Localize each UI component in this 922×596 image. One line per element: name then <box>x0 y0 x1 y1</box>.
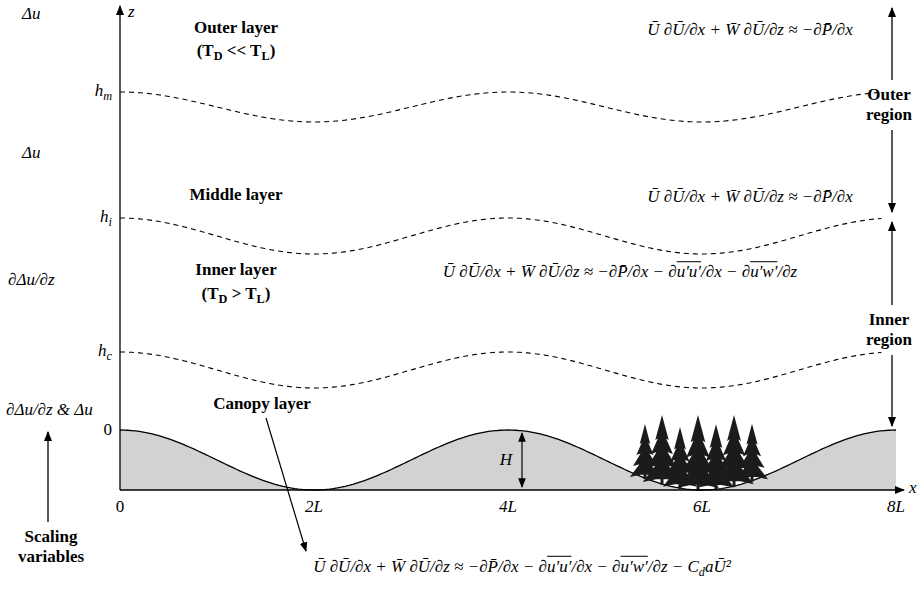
time-scale-condition: (TD > TL) <box>202 284 271 306</box>
subscript: D <box>214 49 223 63</box>
equation: Ū ∂Ū/∂x + W̄ ∂Ū/∂z ≈ −∂P̄/∂x <box>647 187 852 207</box>
hill-terrain <box>120 430 896 490</box>
region-name: Outer region <box>860 85 918 124</box>
height-tick: hi <box>100 207 112 229</box>
forest-canopy <box>630 415 768 491</box>
scaling-variable: ∂Δu/∂z & Δu <box>6 400 93 420</box>
region-arrow <box>891 355 892 426</box>
z-axis <box>119 6 120 490</box>
layer-name: Canopy layer <box>213 394 311 414</box>
region-name: Inner region <box>860 310 918 349</box>
scaling-arrow <box>47 432 48 522</box>
conifer-tree <box>736 424 768 482</box>
subscript: c <box>107 349 112 363</box>
x-axis <box>120 489 904 490</box>
dashed-boundary <box>120 92 881 122</box>
subscript: d <box>699 565 705 579</box>
region-arrow <box>891 130 892 212</box>
height-tick: hm <box>95 81 112 103</box>
subscript: D <box>219 292 228 306</box>
region-arrow <box>891 222 892 305</box>
scaling-variable: Δu <box>22 4 40 24</box>
time-scale-condition: (TD << TL) <box>197 41 276 63</box>
height-tick: 0 <box>104 420 113 440</box>
subscript: i <box>109 215 112 229</box>
region-arrow <box>891 8 892 80</box>
overline: u′u′ <box>677 262 701 281</box>
x-tick: 2L <box>305 497 323 517</box>
layer-name: Middle layer <box>189 185 282 205</box>
scaling-variable: Δu <box>22 143 40 163</box>
layer-boundaries <box>120 92 881 388</box>
subscript: m <box>103 89 112 103</box>
height-arrow <box>521 433 522 487</box>
equation: Ū ∂Ū/∂x + W̄ ∂Ū/∂z ≈ −∂P̄/∂x − ∂u′u′/∂x … <box>443 262 797 282</box>
equation: Ū ∂Ū/∂x + W̄ ∂Ū/∂z ≈ −∂P̄/∂x <box>647 20 852 40</box>
leader-arrow <box>266 418 306 551</box>
subscript: L <box>257 292 265 306</box>
layer-name: Inner layer <box>195 260 276 280</box>
overline: u′w′ <box>620 557 647 576</box>
x-tick: 0 <box>116 497 125 517</box>
subscript: L <box>261 49 269 63</box>
axis-label: x <box>909 478 917 498</box>
dashed-boundary <box>120 218 881 254</box>
dimension-label: H <box>500 450 512 470</box>
overline: u′w′ <box>750 262 777 281</box>
x-tick: 4L <box>499 497 517 517</box>
dashed-boundary <box>120 352 881 388</box>
overline: u′u′ <box>547 557 571 576</box>
hill-fill <box>120 430 896 490</box>
layer-name: Outer layer <box>194 18 278 38</box>
x-tick: 8L <box>887 497 905 517</box>
scaling-caption: Scaling variables <box>3 527 99 566</box>
height-tick: hc <box>98 341 112 363</box>
hill-surface <box>120 430 896 490</box>
x-tick: 6L <box>693 497 711 517</box>
axis-label: z <box>128 2 135 22</box>
equation: Ū ∂Ū/∂x + W̄ ∂Ū/∂z ≈ −∂P̄/∂x − ∂u′u′/∂x … <box>313 557 731 579</box>
scaling-variable: ∂Δu/∂z <box>8 270 55 290</box>
